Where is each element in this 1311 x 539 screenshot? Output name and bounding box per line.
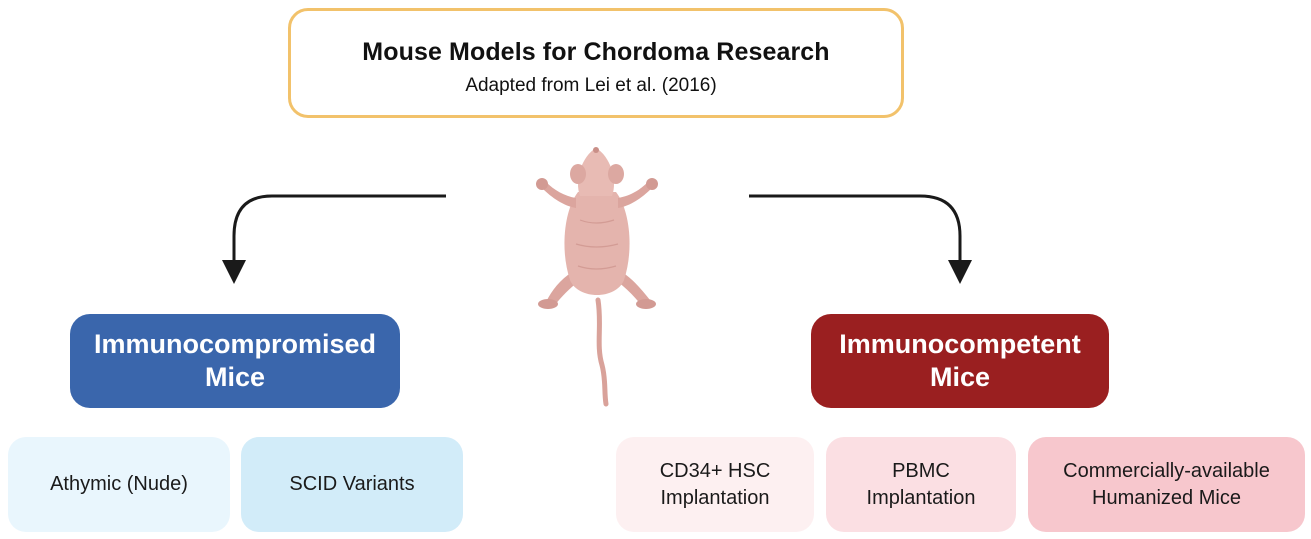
scid-variants-label: SCID Variants — [289, 473, 415, 495]
humanized-mice-box: Commercially-available Humanized Mice — [1028, 437, 1305, 532]
pbmc-box: PBMC Implantation — [826, 437, 1016, 532]
nude-mouse-icon — [536, 147, 658, 407]
diagram-title: Mouse Models for Chordoma Research — [362, 38, 830, 66]
immunocompetent-category: Immunocompetent Mice — [811, 314, 1109, 408]
immunocompromised-label: Immunocompromised Mice — [93, 329, 377, 392]
immunocompetent-label: Immunocompetent Mice — [839, 329, 1081, 392]
cd34-hsc-box: CD34+ HSC Implantation — [616, 437, 814, 532]
athymic-nude-box: Athymic (Nude) — [8, 437, 230, 532]
immunocompromised-category: Immunocompromised Mice — [70, 314, 400, 408]
pbmc-label: PBMC Implantation — [866, 459, 976, 509]
scid-variants-box: SCID Variants — [241, 437, 463, 532]
title-box: Mouse Models for Chordoma Research Adapt… — [288, 8, 904, 118]
arrow-right — [749, 194, 972, 284]
humanized-mice-label: Commercially-available Humanized Mice — [1063, 459, 1270, 509]
diagram-subtitle: Adapted from Lei et al. (2016) — [465, 75, 717, 96]
cd34-hsc-label: CD34+ HSC Implantation — [659, 459, 771, 509]
arrow-left — [222, 194, 446, 284]
athymic-nude-label: Athymic (Nude) — [50, 473, 188, 495]
